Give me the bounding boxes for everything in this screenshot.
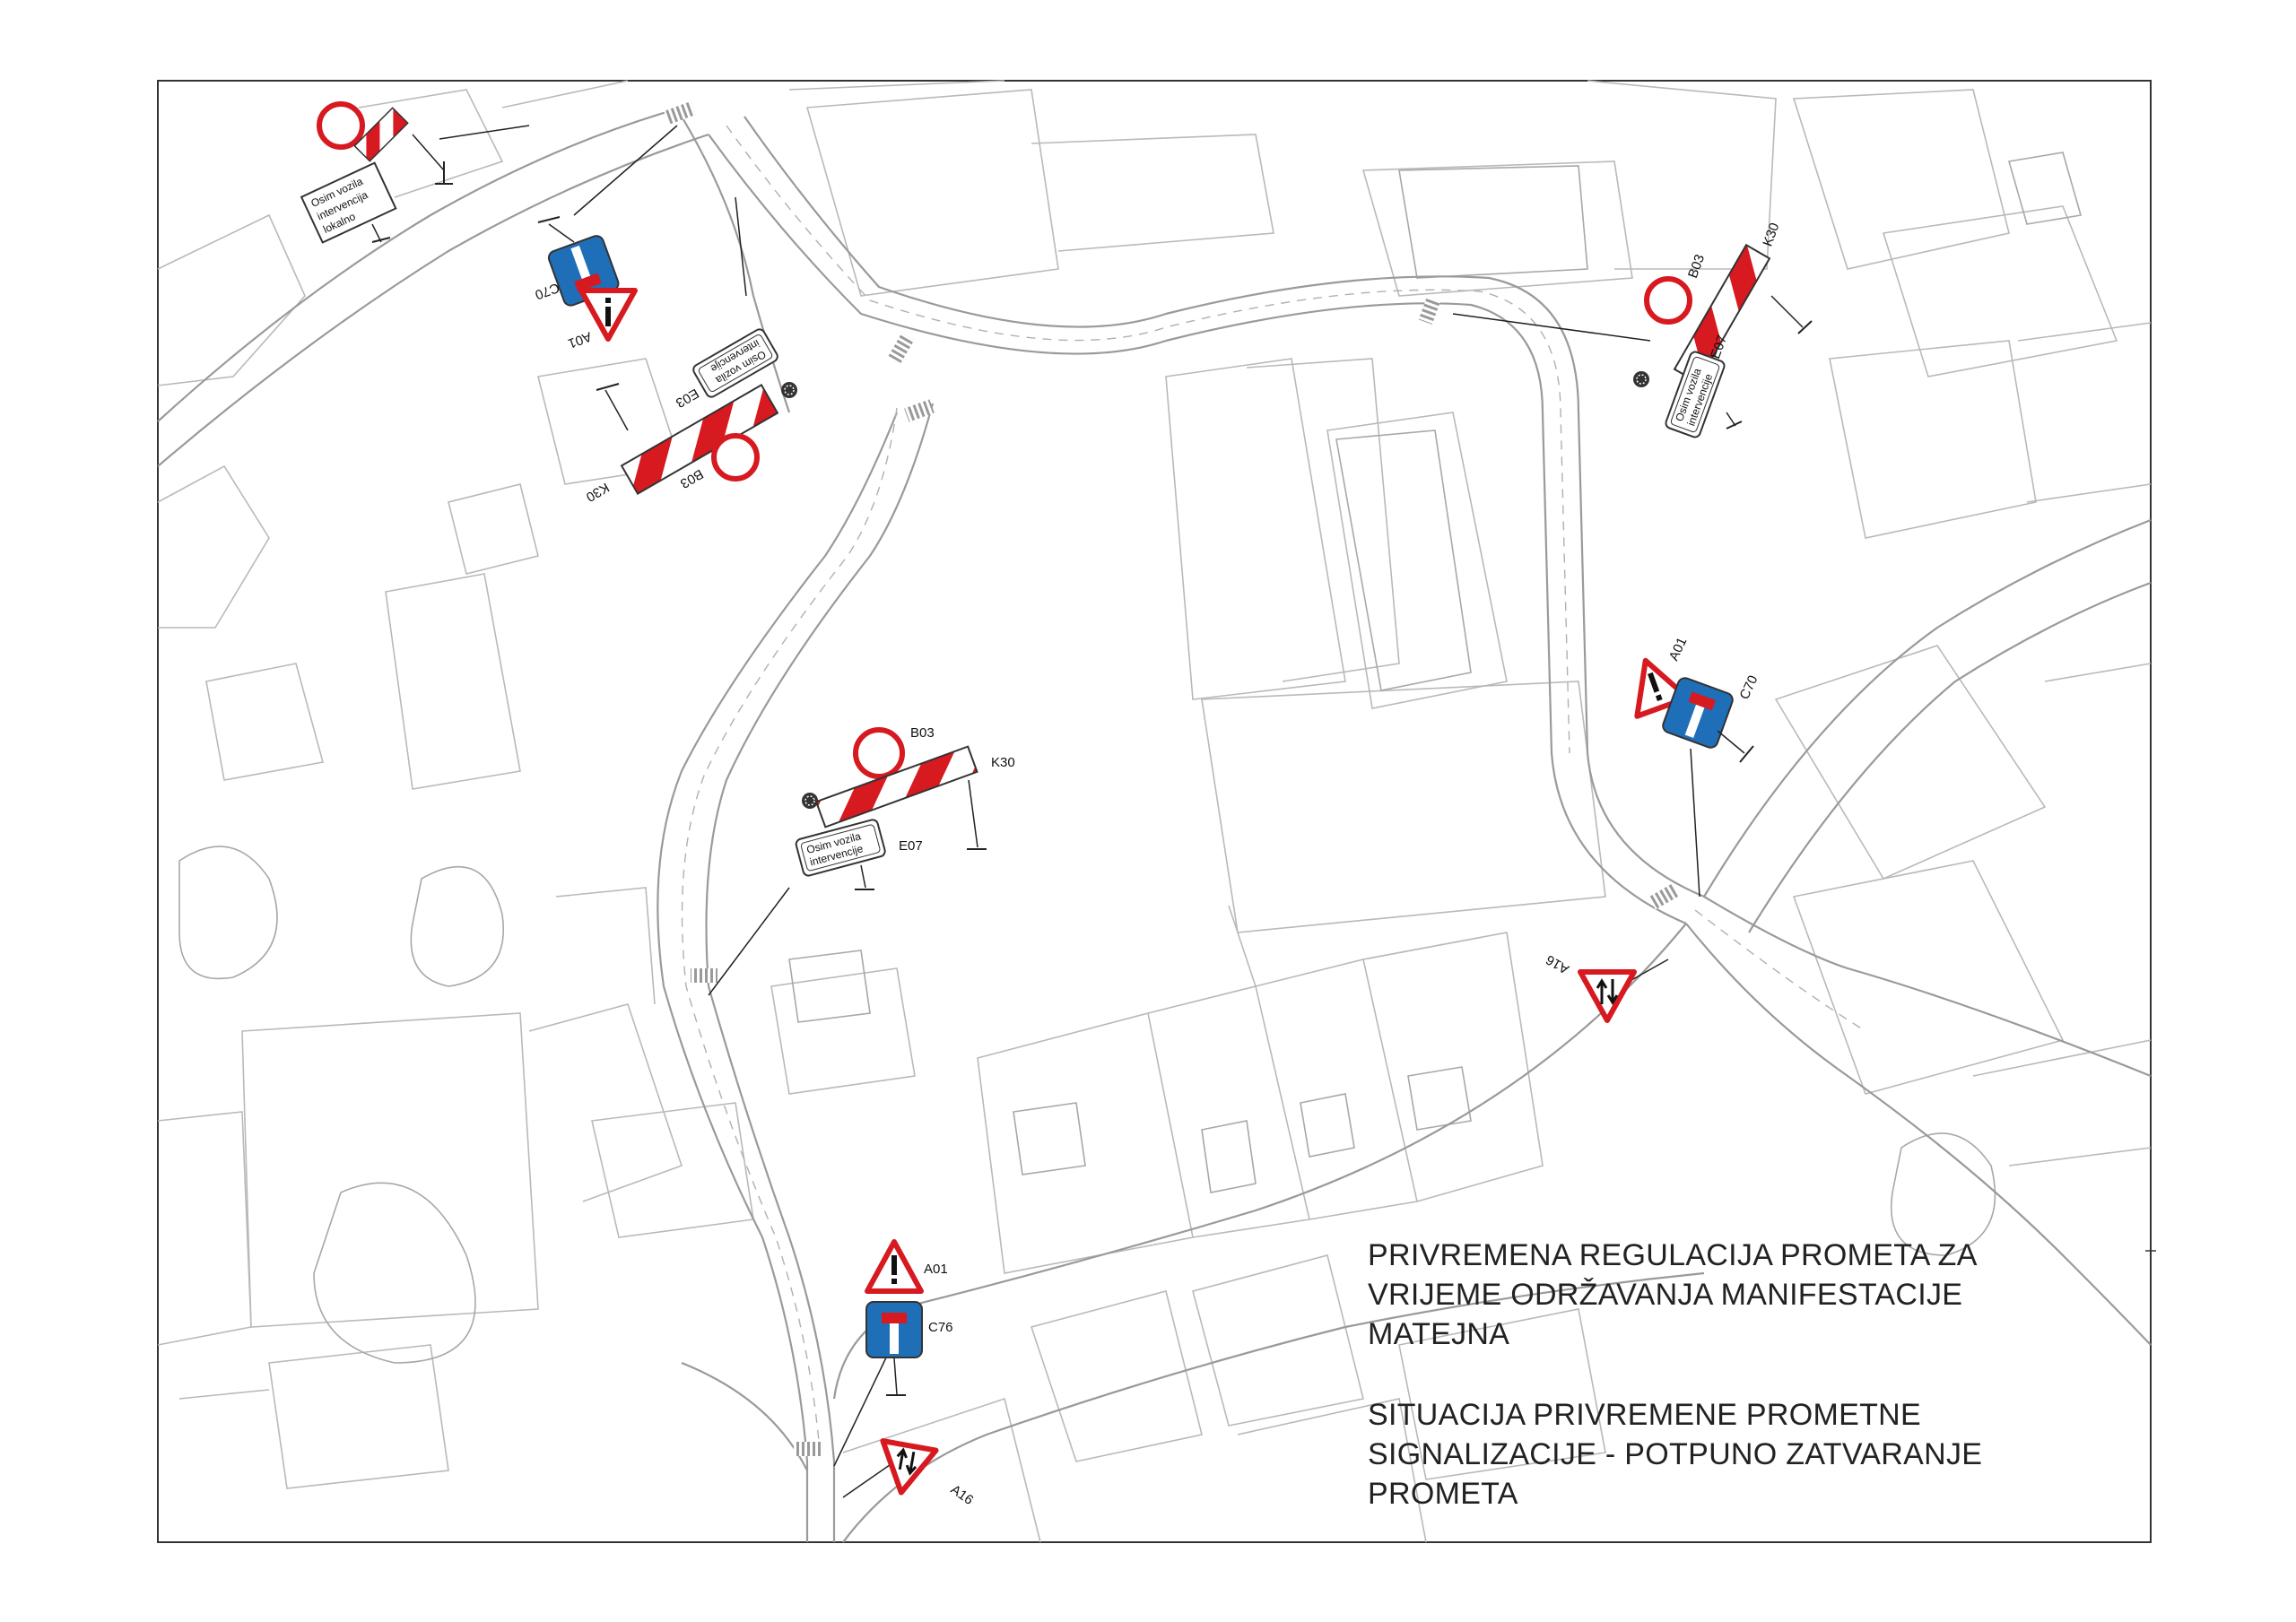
sign-group-center-closure: B03 K30 Osim vozila intervencije E07 [795, 725, 1015, 890]
k30-barrier-board [620, 384, 779, 495]
map-frame [157, 80, 2152, 1543]
map-subcaption: SITUACIJA PRIVREMENE PROMETNE SIGNALIZAC… [1368, 1395, 1982, 1514]
sign-code: B03 [910, 725, 935, 741]
sign-group-south-a01-c76: A01 C76 [865, 1239, 953, 1396]
sign-code: A01 [924, 1262, 948, 1277]
e03-flashing-light-icon [781, 382, 797, 398]
caption-sub-line: SITUACIJA PRIVREMENE PROMETNE [1368, 1398, 1922, 1432]
sign-group-east-a16: A16 [1544, 951, 1637, 1023]
caption-title-line: VRIJEME ODRŽAVANJA MANIFESTACIJE [1368, 1278, 1963, 1312]
e03-flashing-light-icon [802, 793, 818, 809]
plate-osim-vozila-intervencije [1665, 351, 1726, 438]
k30-barrier-board [353, 107, 409, 162]
caption-title-line: MATEJNA [1368, 1317, 1510, 1351]
b03-no-entry-sign-icon [317, 101, 365, 150]
caption-title-line: PRIVREMENA REGULACIJA PROMETA ZA [1368, 1238, 1978, 1272]
sign-code: E07 [899, 838, 923, 854]
caption-sub-line: PROMETA [1368, 1477, 1518, 1511]
k30-barrier-board [814, 745, 978, 828]
sign-group-top-left: Osim vozila intervencija lokalno [300, 101, 453, 244]
sign-code: C76 [928, 1320, 953, 1335]
map-caption: PRIVREMENA REGULACIJA PROMETA ZA VRIJEME… [1368, 1236, 1978, 1354]
sign-group-west-closure: K30 B03 Osim vozila intervencije E03 [583, 328, 797, 505]
a16-two-way-traffic-sign-icon [880, 1438, 939, 1496]
road-centerlines [681, 125, 1866, 1462]
e03-flashing-light-icon [1633, 371, 1649, 387]
plate-osim-vozila-intervencije [692, 328, 778, 398]
plate-osim-vozila-intervencije [795, 819, 886, 877]
b03-no-entry-sign-icon [711, 433, 760, 481]
caption-sub-line: SIGNALIZACIJE - POTPUNO ZATVARANJE [1368, 1437, 1983, 1471]
crosswalks [664, 101, 1679, 1456]
b03-no-entry-sign-icon [1644, 276, 1692, 325]
base-map [157, 80, 2152, 1543]
plate-osim-vozila-intervencija-lokalno [300, 161, 397, 244]
b03-no-entry-sign-icon [853, 727, 905, 779]
sign-code: K30 [991, 755, 1015, 770]
